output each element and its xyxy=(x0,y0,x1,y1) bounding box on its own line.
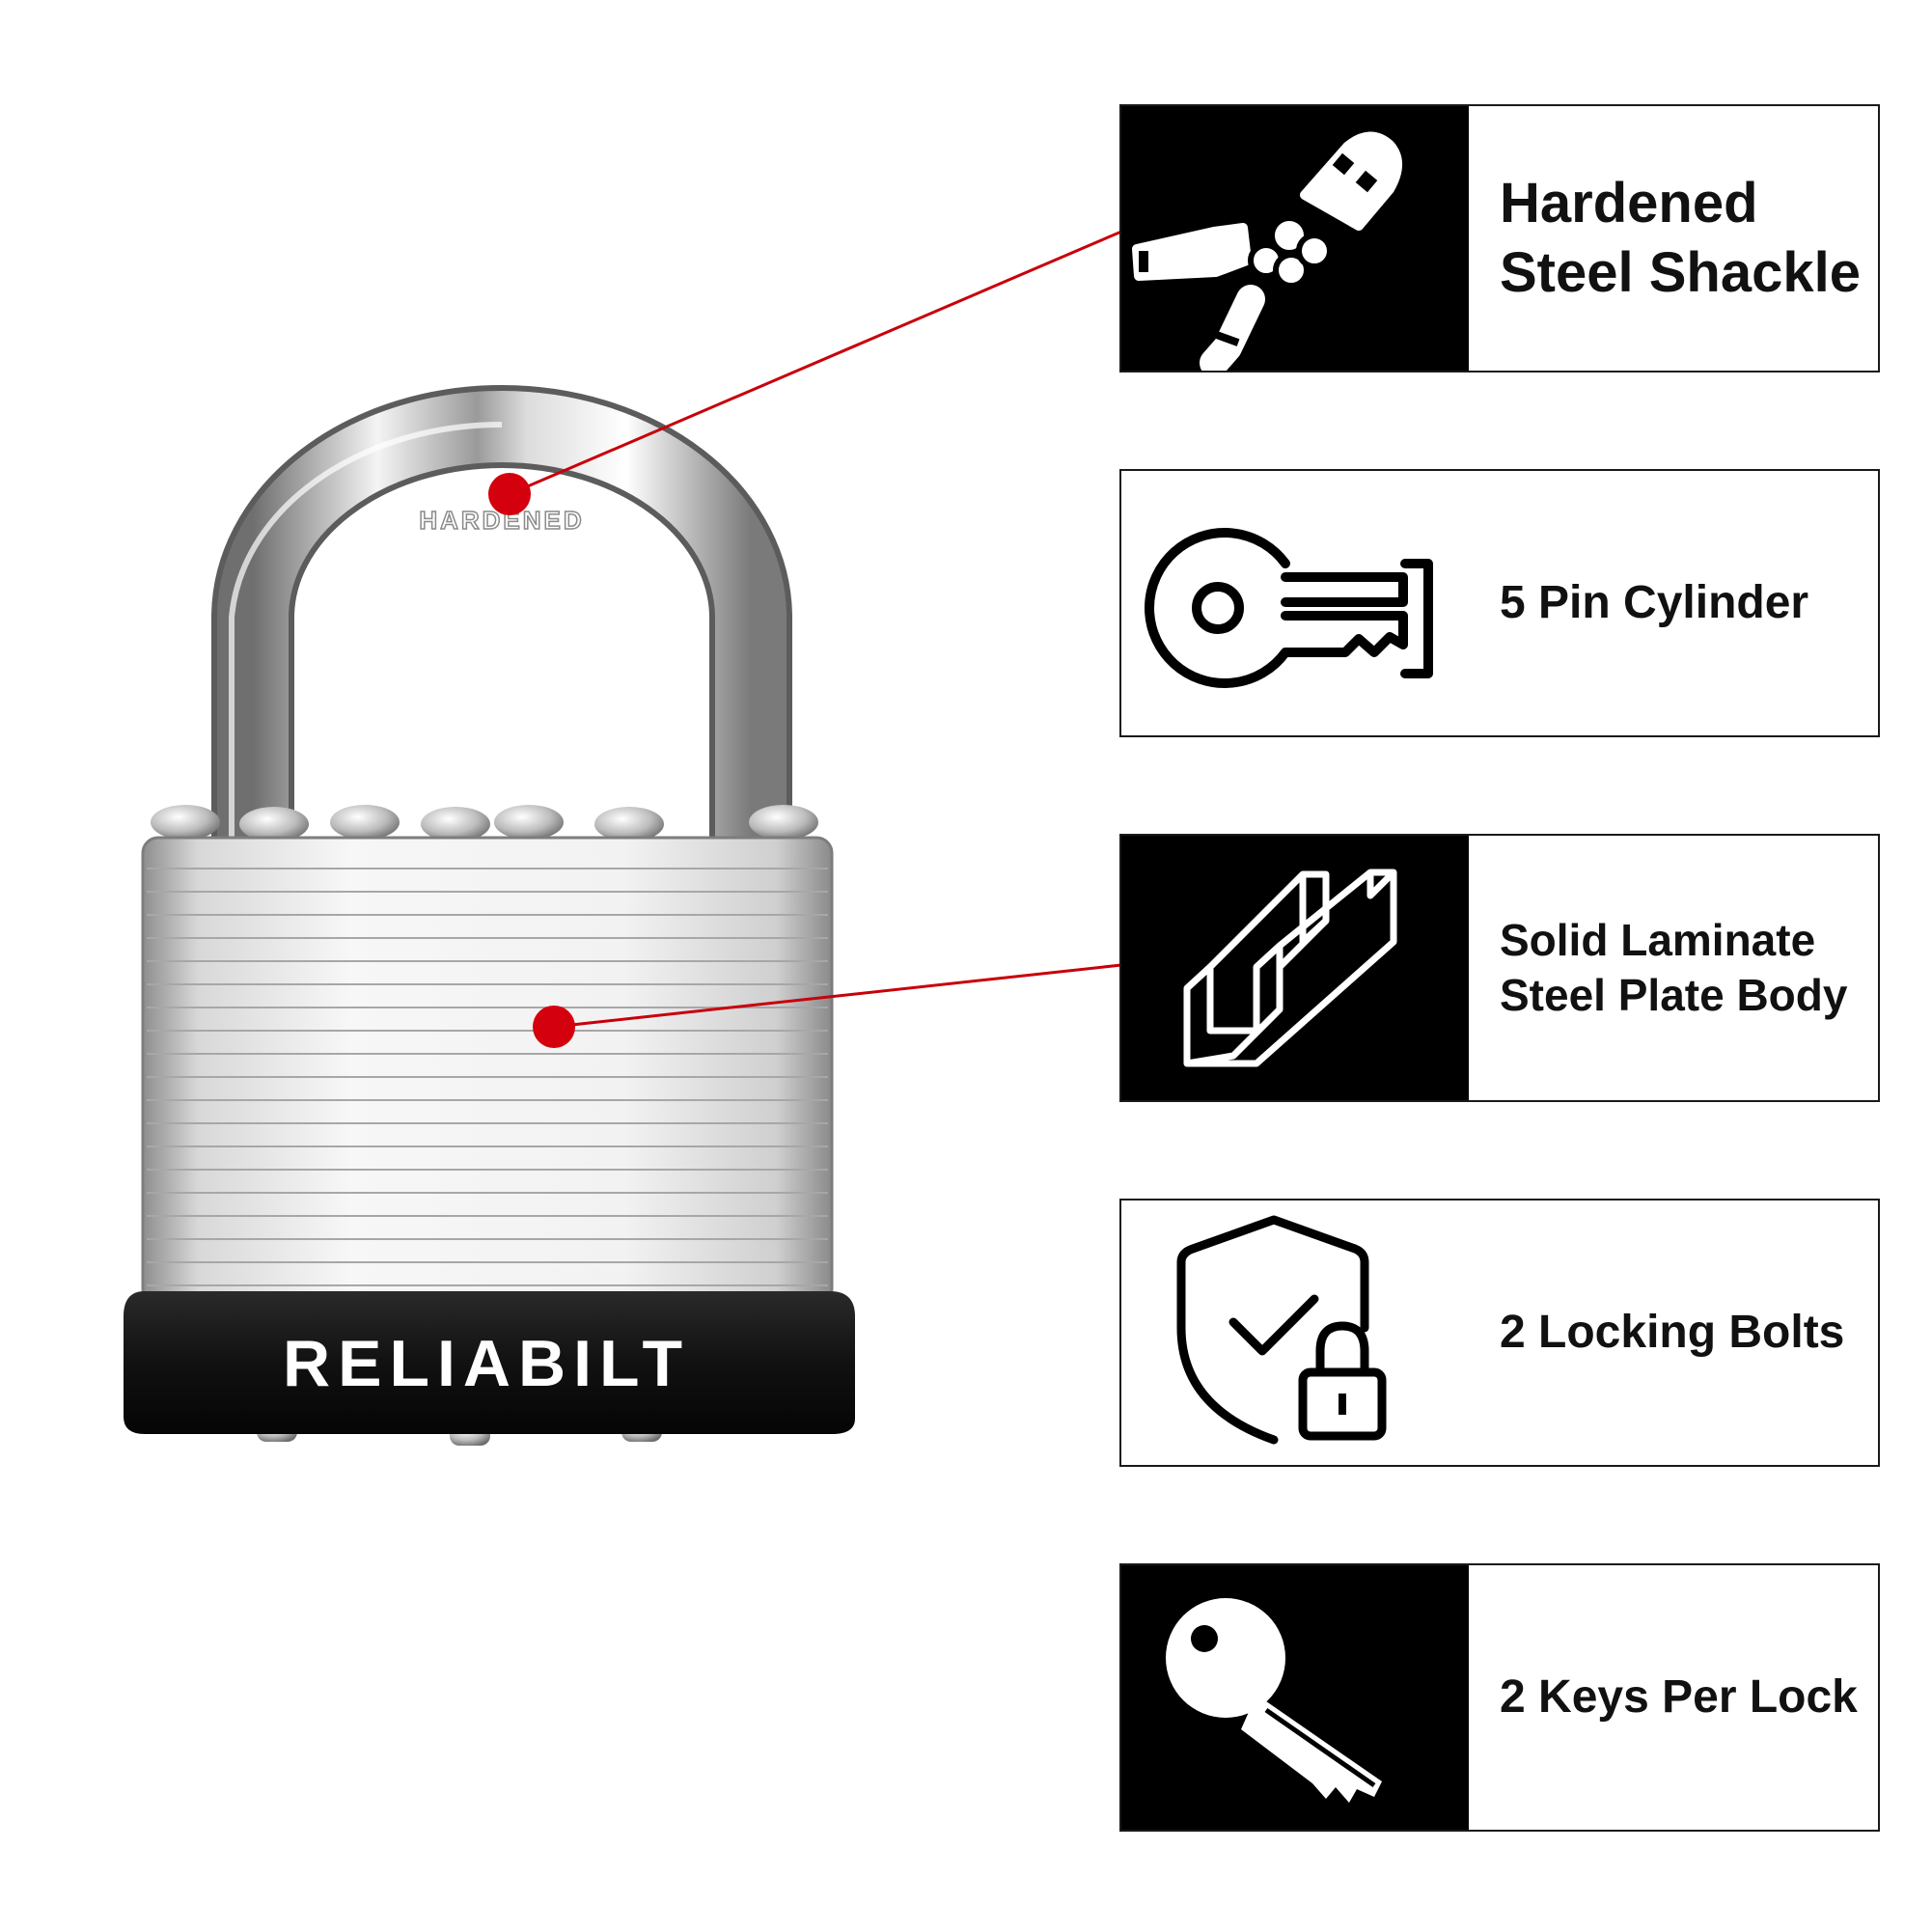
icon-panel xyxy=(1121,836,1469,1100)
icon-panel xyxy=(1121,106,1469,371)
feature-label: 5 Pin Cylinder xyxy=(1500,577,1809,628)
callout-shackle xyxy=(488,230,1122,515)
feature-keys-per-lock: 2 Keys Per Lock xyxy=(1119,1563,1880,1832)
lock-shackle: HARDENED xyxy=(211,385,792,840)
feature-hardened-shackle: Hardened Steel Shackle xyxy=(1119,104,1880,373)
lock-body xyxy=(141,836,834,1307)
key-cylinder-icon xyxy=(1145,528,1433,688)
lock-base: RELIABILT xyxy=(124,1291,855,1446)
feature-label: Hardened Steel Shackle xyxy=(1500,171,1861,305)
feature-pin-cylinder: 5 Pin Cylinder xyxy=(1119,469,1880,737)
key-icon xyxy=(1166,1598,1382,1803)
feature-laminate-body: Solid Laminate Steel Plate Body xyxy=(1119,834,1880,1102)
bolt-cutter-icon xyxy=(1132,131,1402,371)
icon-panel xyxy=(1121,471,1469,735)
icon-panel xyxy=(1121,1201,1469,1465)
feature-label: 2 Keys Per Lock xyxy=(1500,1671,1858,1723)
steel-channel-icon xyxy=(1183,869,1397,1067)
feature-label: 2 Locking Bolts xyxy=(1500,1307,1845,1358)
top-rivets xyxy=(151,805,818,842)
feature-locking-bolts: 2 Locking Bolts xyxy=(1119,1199,1880,1467)
feature-label: Solid Laminate Steel Plate Body xyxy=(1500,914,1848,1021)
brand-name: RELIABILT xyxy=(283,1327,690,1400)
icon-panel xyxy=(1121,1565,1469,1830)
shield-lock-icon xyxy=(1176,1215,1387,1445)
callout-body xyxy=(533,963,1122,1048)
